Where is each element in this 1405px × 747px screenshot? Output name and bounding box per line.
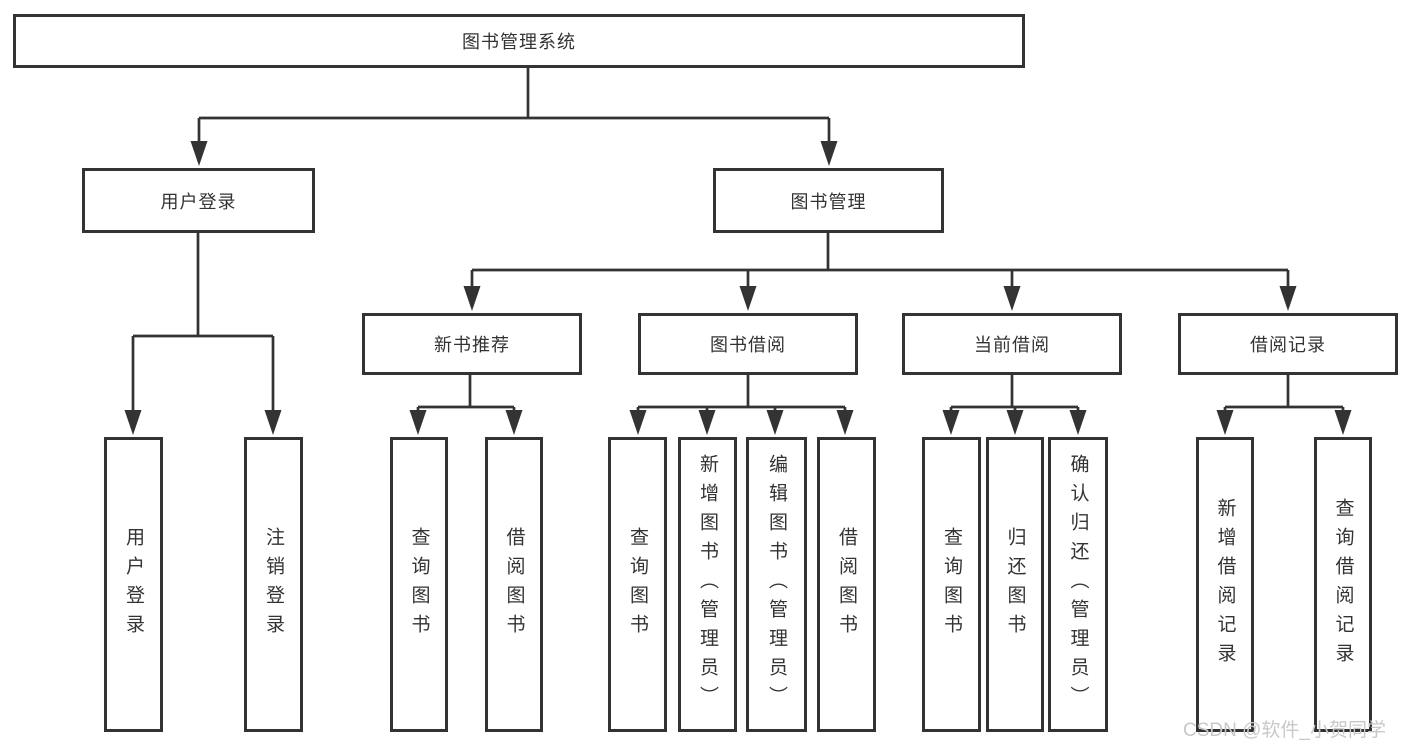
arrowhead <box>124 410 142 435</box>
arrowhead <box>836 410 854 435</box>
arrowhead <box>1003 286 1021 311</box>
node-label: 新书推荐 <box>434 335 510 355</box>
arrowhead <box>629 410 647 435</box>
node-current-query-books: 查询图书 <box>922 437 981 732</box>
node-recommend-query-books: 查询图书 <box>390 437 448 732</box>
node-recommend-borrow-books: 借阅图书 <box>485 437 543 732</box>
arrowhead <box>698 410 716 435</box>
node-borrow-query-books: 查询图书 <box>608 437 667 732</box>
node-label: 查询图书 <box>941 526 962 643</box>
node-label: 查询借阅记录 <box>1332 497 1354 672</box>
arrowhead <box>820 141 838 166</box>
node-label: 新增图书（管理员） <box>697 454 718 715</box>
node-records-query-record: 查询借阅记录 <box>1314 437 1372 732</box>
arrowhead <box>739 286 757 311</box>
arrowhead <box>942 410 960 435</box>
arrowhead <box>409 410 427 435</box>
node-user-login-leaf: 用户登录 <box>104 437 163 732</box>
node-label: 用户登录 <box>123 526 144 643</box>
node-label: 新增借阅记录 <box>1214 497 1236 672</box>
node-book-management-module: 图书管理 <box>713 168 944 233</box>
node-label: 归还图书 <box>1004 526 1026 643</box>
node-current-return-books: 归还图书 <box>986 437 1044 732</box>
node-borrow-edit-books-admin: 编辑图书（管理员） <box>746 437 807 732</box>
node-new-book-recommend: 新书推荐 <box>362 313 582 375</box>
node-label: 编辑图书（管理员） <box>766 454 787 715</box>
node-label: 确认归还（管理员） <box>1067 454 1089 715</box>
arrowhead <box>264 410 282 435</box>
arrowhead <box>1069 410 1087 435</box>
arrowhead <box>1216 410 1234 435</box>
node-label: 借阅图书 <box>503 526 525 643</box>
node-label: 图书借阅 <box>710 335 786 355</box>
node-borrowing-records: 借阅记录 <box>1178 313 1398 375</box>
node-label: 借阅记录 <box>1250 335 1326 355</box>
node-label: 查询图书 <box>408 526 430 643</box>
arrowhead <box>766 410 784 435</box>
arrowhead <box>1279 286 1297 311</box>
node-book-borrowing: 图书借阅 <box>638 313 858 375</box>
arrowhead <box>463 286 481 311</box>
node-label: 图书管理 <box>790 191 867 212</box>
node-borrow-add-books-admin: 新增图书（管理员） <box>678 437 737 732</box>
node-root-system: 图书管理系统 <box>13 14 1025 68</box>
arrowhead <box>190 141 208 166</box>
node-label: 查询图书 <box>627 526 648 643</box>
node-root-label: 图书管理系统 <box>462 32 576 52</box>
node-label: 当前借阅 <box>974 335 1050 355</box>
node-user-login-module: 用户登录 <box>82 168 315 233</box>
arrowhead <box>1006 410 1024 435</box>
node-label: 借阅图书 <box>836 526 857 643</box>
node-logout-leaf: 注销登录 <box>244 437 303 732</box>
node-label: 用户登录 <box>160 191 237 212</box>
arrowhead <box>1334 410 1352 435</box>
node-label: 注销登录 <box>263 526 284 643</box>
node-borrow-borrow-books: 借阅图书 <box>817 437 876 732</box>
arrowhead <box>505 410 523 435</box>
node-current-borrowing: 当前借阅 <box>902 313 1122 375</box>
csdn-watermark: CSDN @软件_小贺同学 <box>1183 720 1386 741</box>
node-current-confirm-return-admin: 确认归还（管理员） <box>1048 437 1108 732</box>
node-records-add-record: 新增借阅记录 <box>1196 437 1254 732</box>
